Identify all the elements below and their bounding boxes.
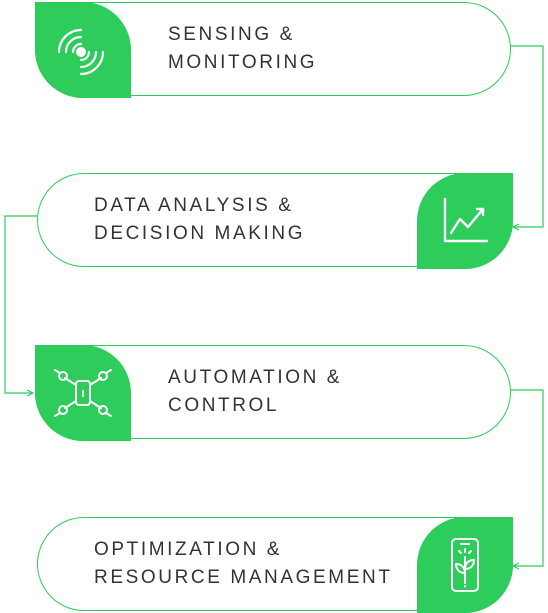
step-data-analysis-decision-making: DATA ANALYSIS & DECISION MAKING [37,173,513,269]
step-3-label: AUTOMATION & CONTROL [168,346,342,438]
step-4-label: OPTIMIZATION & RESOURCE MANAGEMENT [94,518,393,610]
step-sensing-monitoring: SENSING & MONITORING [35,2,511,98]
connector-1-2 [511,45,544,227]
step-optimization-resource-management: OPTIMIZATION & RESOURCE MANAGEMENT [37,517,513,613]
connector-2-3 [4,215,37,393]
step-4-line-2: RESOURCE MANAGEMENT [94,567,393,588]
step-1-badge [35,2,131,98]
connector-3-4 [511,389,544,566]
step-1-line-1: SENSING & [168,24,295,45]
smartphone-plant-icon [451,538,479,592]
signal-sensor-icon [57,28,105,76]
step-3-line-1: AUTOMATION & [168,367,343,388]
step-2-line-2: DECISION MAKING [94,223,306,244]
step-2-line-1: DATA ANALYSIS & [94,195,294,216]
step-3-badge [35,345,131,441]
step-4-line-1: OPTIMIZATION & [94,539,283,560]
step-3-line-2: CONTROL [168,395,280,416]
step-2-badge [417,173,513,269]
step-1-line-2: MONITORING [168,52,318,73]
step-automation-control: AUTOMATION & CONTROL [35,345,511,441]
step-2-label: DATA ANALYSIS & DECISION MAKING [94,174,305,266]
step-1-label: SENSING & MONITORING [168,3,317,95]
line-chart-icon [443,197,489,243]
step-4-badge [417,517,513,613]
drone-icon [54,369,112,417]
